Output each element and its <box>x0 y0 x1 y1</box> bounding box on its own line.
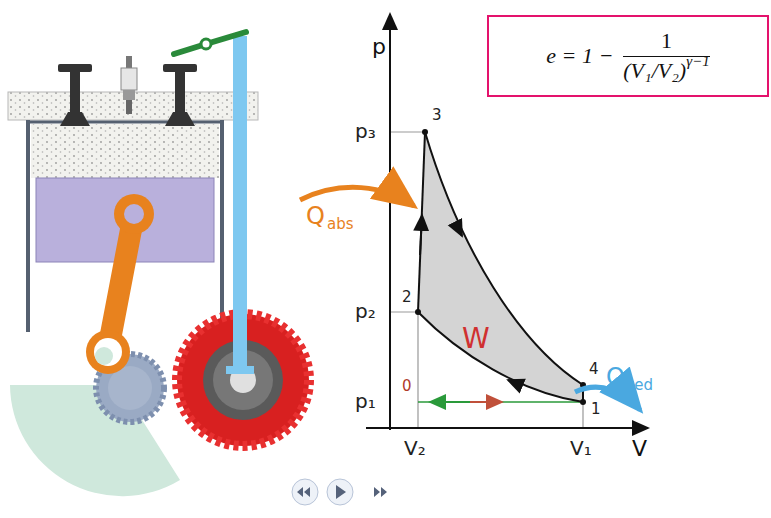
formula-lhs: e = 1 − <box>546 44 613 68</box>
heat-symbol: Q <box>306 204 325 228</box>
point-number: 0 <box>402 379 412 394</box>
point-number: 3 <box>432 108 442 123</box>
point-number: 2 <box>402 290 412 305</box>
heat-subscript: abs <box>327 217 354 232</box>
pressure-level: p₁ <box>355 391 376 411</box>
formula-box: e = 1 − 1 (V₁/V₂)γ−1 <box>487 15 769 97</box>
work-label: W <box>462 325 490 353</box>
pressure-level: p₃ <box>355 121 376 141</box>
volume-level: V₂ <box>404 438 426 458</box>
formula-denominator: (V₁/V₂) <box>623 59 686 83</box>
heat-symbol: Q <box>606 365 625 389</box>
volume-level: V₁ <box>570 438 592 458</box>
heat-subscript: ced <box>626 378 653 393</box>
point-number: 4 <box>589 362 599 377</box>
axis-label: p <box>372 36 386 58</box>
point-number: 1 <box>591 402 601 417</box>
formula-numerator: 1 <box>623 29 710 56</box>
formula-exponent: γ−1 <box>686 53 710 70</box>
axis-label: V <box>632 438 647 460</box>
pressure-level: p₂ <box>355 301 376 321</box>
